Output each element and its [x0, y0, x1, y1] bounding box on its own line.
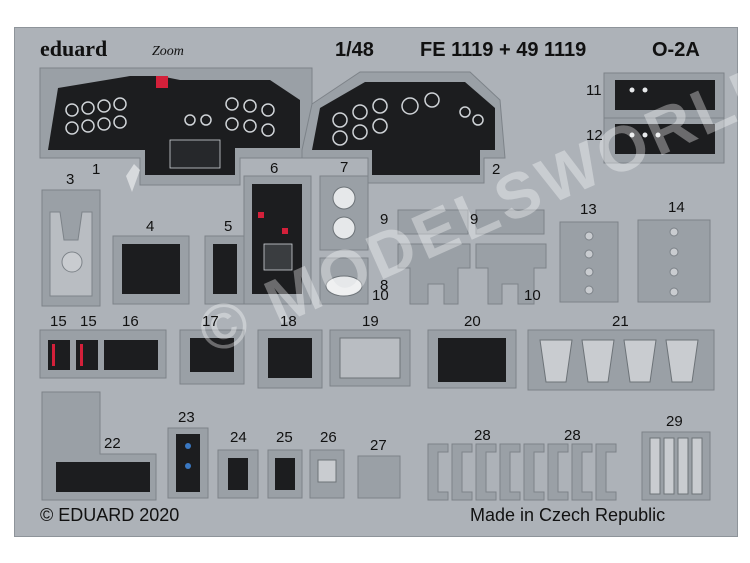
part-number: 3 [66, 171, 75, 188]
part-number: 26 [320, 429, 337, 446]
part-26 [309, 449, 345, 499]
part-9-a [397, 209, 469, 235]
part-number: 15 [80, 313, 97, 330]
part-number: 20 [464, 313, 481, 330]
scale-label: 1/48 [335, 39, 374, 61]
part-number: 9 [380, 211, 389, 228]
part-number: 14 [668, 199, 685, 216]
part-number: 19 [362, 313, 379, 330]
part-28-2 [523, 443, 545, 501]
part-number: 28 [564, 427, 581, 444]
part-number: 24 [230, 429, 247, 446]
part-number: 28 [474, 427, 491, 444]
part-number: 4 [146, 218, 155, 235]
model-name: O-2A [652, 39, 700, 61]
part-number: 1 [92, 161, 101, 178]
part-number: 10 [372, 287, 389, 304]
part-number: 2 [492, 161, 501, 178]
part-number: 25 [276, 429, 293, 446]
part-27 [357, 455, 401, 499]
made-in-text: Made in Czech Republic [470, 505, 666, 525]
part-number: 12 [586, 127, 603, 144]
part-28-1 [427, 443, 449, 501]
part-number: 9 [470, 211, 479, 228]
part-number: 21 [612, 313, 629, 330]
part-number: 27 [370, 437, 387, 454]
part-number: 6 [270, 160, 279, 177]
part-number: 22 [104, 435, 121, 452]
part-number: 23 [178, 409, 195, 426]
part-number: 10 [524, 287, 541, 304]
brand-sub-logo: Zoom [152, 44, 184, 59]
product-codes: FE 1119 + 49 1119 [420, 39, 587, 61]
part-number: 16 [122, 313, 139, 330]
part-number: 17 [202, 313, 219, 330]
part-number: 5 [224, 218, 233, 235]
part-10-a [397, 243, 471, 305]
part-number: 15 [50, 313, 67, 330]
part-10-b [475, 243, 547, 305]
part-number: 11 [586, 82, 602, 99]
brand-logo: eduard [40, 36, 108, 61]
part-number: 18 [280, 313, 297, 330]
part-9-b [475, 209, 545, 235]
part-number: 7 [340, 159, 349, 176]
part-number: 13 [580, 201, 597, 218]
part-number: 29 [666, 413, 683, 430]
copyright-text: © EDUARD 2020 [40, 505, 180, 525]
part-number: 8 [380, 277, 389, 294]
